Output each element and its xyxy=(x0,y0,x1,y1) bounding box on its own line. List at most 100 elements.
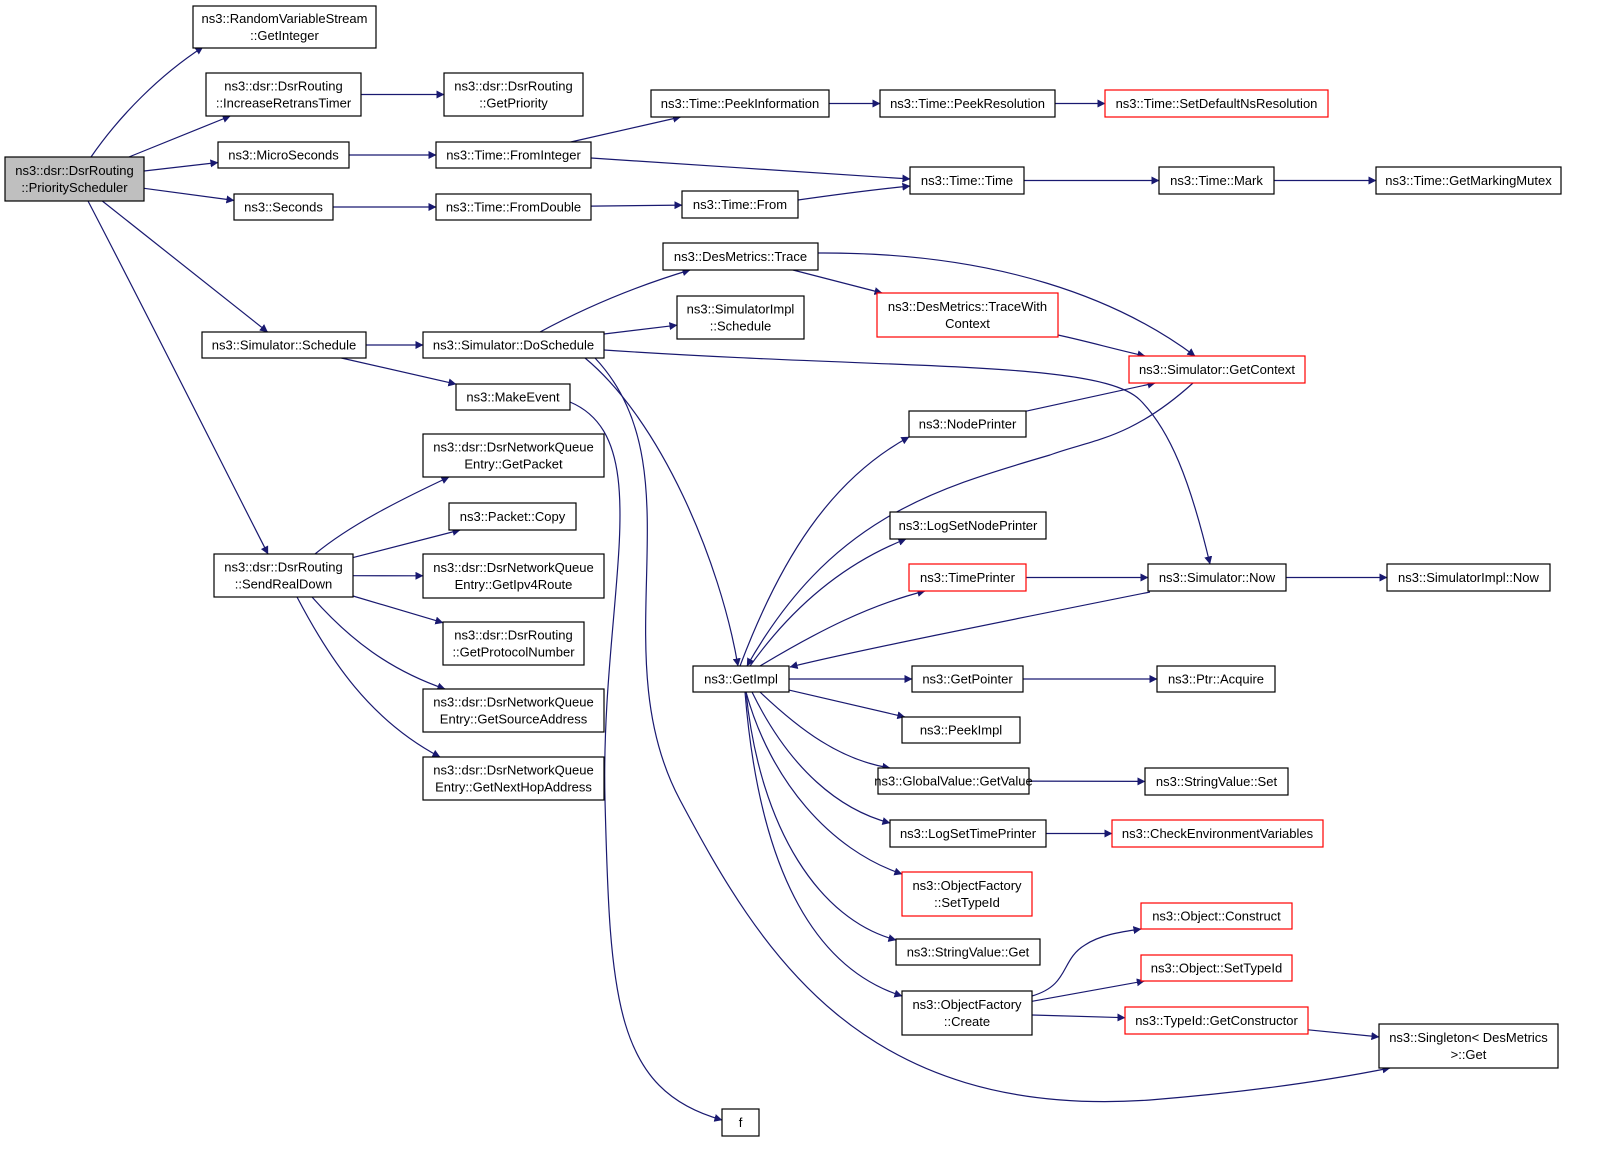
node-label-line: ns3::dsr::DsrRouting xyxy=(15,163,134,178)
node-getmarkmutex[interactable]: ns3::Time::GetMarkingMutex xyxy=(1375,166,1562,195)
node-rvs_getint[interactable]: ns3::RandomVariableStream::GetInteger xyxy=(192,5,377,49)
node-typeid_getctor[interactable]: ns3::TypeId::GetConstructor xyxy=(1124,1006,1309,1035)
node-getcontext[interactable]: ns3::Simulator::GetContext xyxy=(1128,355,1306,384)
edge-getimpl-to-logsettimeprinter xyxy=(751,691,891,825)
nodes-layer: ns3::dsr::DsrRouting::PrioritySchedulern… xyxy=(4,5,1562,1137)
node-gv_getvalue[interactable]: ns3::GlobalValue::GetValue xyxy=(874,767,1033,795)
node-label-line: ::SetTypeId xyxy=(934,895,1000,910)
node-label-line: ns3::dsr::DsrNetworkQueue xyxy=(433,560,593,575)
node-singleton_get[interactable]: ns3::Singleton< DesMetrics>::Get xyxy=(1378,1023,1559,1069)
node-timeprinter[interactable]: ns3::TimePrinter xyxy=(908,563,1027,592)
node-box xyxy=(889,511,1047,540)
node-peekinfo[interactable]: ns3::Time::PeekInformation xyxy=(650,89,830,118)
node-makeevent[interactable]: ns3::MakeEvent xyxy=(455,383,571,411)
node-inc_retrans[interactable]: ns3::dsr::DsrRouting::IncreaseRetransTim… xyxy=(205,72,362,117)
node-label-line: ::Schedule xyxy=(710,319,771,334)
node-getpriority[interactable]: ns3::dsr::DsrRouting::GetPriority xyxy=(443,72,584,117)
node-sv_get[interactable]: ns3::StringValue::Get xyxy=(895,938,1041,966)
node-getimpl[interactable]: ns3::GetImpl xyxy=(692,665,790,693)
node-box xyxy=(1158,166,1275,195)
node-box xyxy=(909,166,1025,195)
node-peekimpl[interactable]: ns3::PeekImpl xyxy=(901,716,1021,744)
node-setdefns[interactable]: ns3::Time::SetDefaultNsResolution xyxy=(1104,89,1329,118)
node-seconds[interactable]: ns3::Seconds xyxy=(233,193,334,221)
node-timetime[interactable]: ns3::Time::Time xyxy=(909,166,1025,195)
edge-getimpl-to-gv_getvalue xyxy=(759,691,891,771)
edge-sim_doschedule-to-sim_now xyxy=(603,349,1213,565)
node-label-line: ns3::TimePrinter xyxy=(920,570,1016,585)
edge-root-to-inc_retrans xyxy=(128,115,231,158)
node-sim_doschedule[interactable]: ns3::Simulator::DoSchedule xyxy=(422,331,605,359)
node-box xyxy=(721,1108,760,1137)
edge-root-to-rvs_getint xyxy=(90,46,204,158)
node-fromdouble[interactable]: ns3::Time::FromDouble xyxy=(435,193,592,221)
node-sim_now[interactable]: ns3::Simulator::Now xyxy=(1147,563,1287,592)
node-desmetrics_trace[interactable]: ns3::DesMetrics::Trace xyxy=(662,242,819,271)
node-label-line: ns3::GlobalValue::GetValue xyxy=(874,774,1033,789)
node-label-line: ns3::Simulator::DoSchedule xyxy=(433,338,594,353)
node-box xyxy=(895,938,1041,966)
node-sendrealdown[interactable]: ns3::dsr::DsrRouting::SendRealDown xyxy=(213,553,354,598)
node-logsettimeprinter[interactable]: ns3::LogSetTimePrinter xyxy=(889,819,1047,848)
node-label-line: ns3::Object::Construct xyxy=(1152,909,1281,924)
node-box xyxy=(889,819,1047,848)
node-frominteger[interactable]: ns3::Time::FromInteger xyxy=(435,141,592,169)
node-timefrom[interactable]: ns3::Time::From xyxy=(681,190,799,219)
node-label-line: Entry::GetSourceAddress xyxy=(440,712,588,727)
node-box xyxy=(1156,665,1276,693)
node-of_settypeid[interactable]: ns3::ObjectFactory::SetTypeId xyxy=(901,871,1033,917)
node-label-line: ns3::MicroSeconds xyxy=(228,148,339,163)
node-nodeprinter[interactable]: ns3::NodePrinter xyxy=(908,410,1027,438)
node-box xyxy=(1378,1023,1559,1069)
node-label-line: ns3::PeekImpl xyxy=(920,723,1002,738)
edge-getimpl-to-of_create xyxy=(744,691,903,998)
edge-sim_doschedule-to-simimpl_schedule xyxy=(603,322,678,335)
node-getpointer[interactable]: ns3::GetPointer xyxy=(911,665,1024,693)
node-label-line: ns3::LogSetNodePrinter xyxy=(899,518,1038,533)
edge-of_create-to-typeid_getctor xyxy=(1031,1013,1126,1022)
node-timemark[interactable]: ns3::Time::Mark xyxy=(1158,166,1275,195)
node-checkenv[interactable]: ns3::CheckEnvironmentVariables xyxy=(1111,819,1324,848)
node-obj_settypeid[interactable]: ns3::Object::SetTypeId xyxy=(1140,954,1293,982)
node-obj_construct[interactable]: ns3::Object::Construct xyxy=(1140,902,1293,930)
node-microseconds[interactable]: ns3::MicroSeconds xyxy=(217,141,350,169)
node-getprotonum[interactable]: ns3::dsr::DsrRouting::GetProtocolNumber xyxy=(442,621,585,666)
node-peekres[interactable]: ns3::Time::PeekResolution xyxy=(879,89,1056,118)
node-box xyxy=(879,89,1056,118)
node-root[interactable]: ns3::dsr::DsrRouting::PriorityScheduler xyxy=(4,156,145,202)
node-box xyxy=(422,331,605,359)
edge-sendrealdown-to-getprotonum xyxy=(352,595,444,625)
node-box xyxy=(435,141,592,169)
node-q_getpacket[interactable]: ns3::dsr::DsrNetworkQueueEntry::GetPacke… xyxy=(422,433,605,478)
node-label-line: ns3::StringValue::Get xyxy=(907,945,1030,960)
node-label-line: ns3::Singleton< DesMetrics xyxy=(1389,1030,1548,1045)
node-simimpl_schedule[interactable]: ns3::SimulatorImpl::Schedule xyxy=(676,295,805,340)
node-sim_schedule[interactable]: ns3::Simulator::Schedule xyxy=(201,331,367,359)
node-q_getipv4route[interactable]: ns3::dsr::DsrNetworkQueueEntry::GetIpv4R… xyxy=(422,553,605,599)
node-ptracquire[interactable]: ns3::Ptr::Acquire xyxy=(1156,665,1276,693)
edge-sendrealdown-to-q_getsrcaddr xyxy=(311,596,446,691)
node-box xyxy=(1144,767,1289,796)
node-f[interactable]: f xyxy=(721,1108,760,1137)
node-packetcopy[interactable]: ns3::Packet::Copy xyxy=(448,502,577,531)
node-label-line: ns3::Time::Time xyxy=(921,173,1013,188)
node-q_getsrcaddr[interactable]: ns3::dsr::DsrNetworkQueueEntry::GetSourc… xyxy=(422,688,605,733)
node-sv_set[interactable]: ns3::StringValue::Set xyxy=(1144,767,1289,796)
node-label-line: ns3::Packet::Copy xyxy=(460,509,566,524)
node-label-line: ns3::GetImpl xyxy=(704,672,778,687)
node-label-line: ns3::Seconds xyxy=(244,200,323,215)
node-logsetnodeprinter[interactable]: ns3::LogSetNodePrinter xyxy=(889,511,1047,540)
node-label-line: ns3::Time::From xyxy=(693,197,787,212)
node-label-line: ns3::LogSetTimePrinter xyxy=(900,826,1037,841)
node-label-line: ns3::Time::Mark xyxy=(1170,173,1263,188)
node-label-line: ns3::dsr::DsrRouting xyxy=(454,628,573,643)
node-box xyxy=(650,89,830,118)
node-label-line: ns3::ObjectFactory xyxy=(912,878,1022,893)
node-label-line: ns3::SimulatorImpl::Now xyxy=(1398,570,1539,585)
node-simimpl_now[interactable]: ns3::SimulatorImpl::Now xyxy=(1386,563,1551,592)
node-of_create[interactable]: ns3::ObjectFactory::Create xyxy=(901,990,1033,1036)
edge-frominteger-to-timetime xyxy=(590,157,911,183)
node-q_getnexthop[interactable]: ns3::dsr::DsrNetworkQueueEntry::GetNextH… xyxy=(422,756,605,801)
